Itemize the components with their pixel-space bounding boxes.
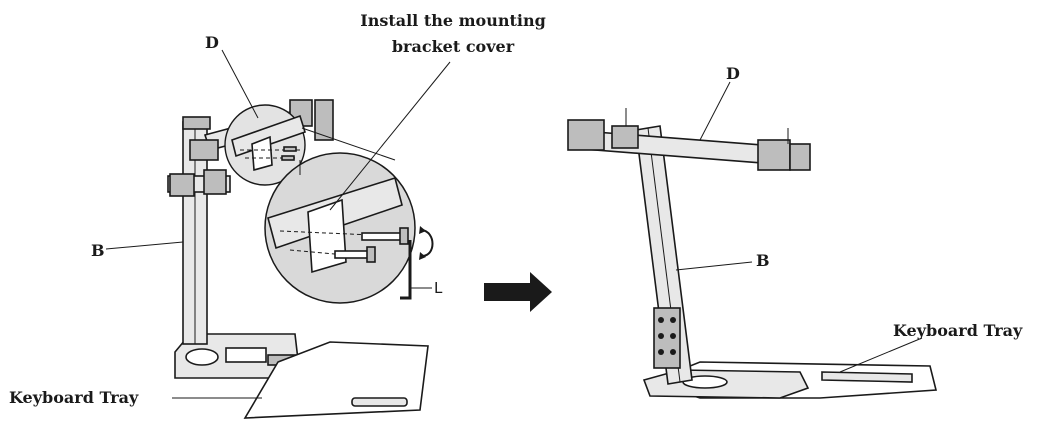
right-post-plate xyxy=(653,307,681,369)
left-lower-clamp-2 xyxy=(203,169,227,195)
big-zoom-screw-1 xyxy=(361,232,403,241)
left-post-cap xyxy=(182,116,211,130)
right-tray-handle xyxy=(821,371,913,383)
allen-key-icon xyxy=(400,240,412,300)
left-lower-clamp xyxy=(169,173,195,197)
big-zoom-screw-2 xyxy=(334,250,370,259)
big-zoom-cover xyxy=(307,198,347,274)
big-zoom xyxy=(264,152,416,304)
left-label-b: B xyxy=(91,241,105,260)
right-label-b: B xyxy=(756,251,770,270)
left-upper-clamp-2 xyxy=(314,99,334,141)
left-tray-handle xyxy=(351,397,408,407)
left-post-bracket xyxy=(189,139,219,161)
left-base-cup xyxy=(185,348,219,366)
right-arm-left-clamp-2 xyxy=(611,125,639,149)
right-label-d: D xyxy=(726,64,740,83)
right-arm-left-clamp xyxy=(567,119,605,151)
arrow-right-icon xyxy=(484,272,552,312)
small-zoom xyxy=(224,104,306,186)
right-stand xyxy=(567,108,938,399)
rotate-icon xyxy=(421,229,434,257)
small-zoom-screw-1 xyxy=(283,146,297,152)
left-base-slot xyxy=(225,347,267,363)
left-label-d: D xyxy=(205,33,219,52)
small-zoom-arm xyxy=(231,114,306,158)
big-zoom-screw-head-1 xyxy=(399,227,409,245)
callout-line2: bracket cover xyxy=(392,37,515,56)
right-arm-right-clamp xyxy=(757,139,791,171)
big-zoom-screw-head-2 xyxy=(366,246,376,263)
small-zoom-screw-2 xyxy=(281,155,295,161)
tool-label-l: L xyxy=(434,279,443,297)
right-label-tray: Keyboard Tray xyxy=(893,321,1023,340)
right-arm-right-end xyxy=(789,143,811,171)
callout-line1: Install the mounting xyxy=(360,11,546,30)
left-label-tray: Keyboard Tray xyxy=(9,388,139,407)
small-zoom-cover xyxy=(251,135,273,172)
